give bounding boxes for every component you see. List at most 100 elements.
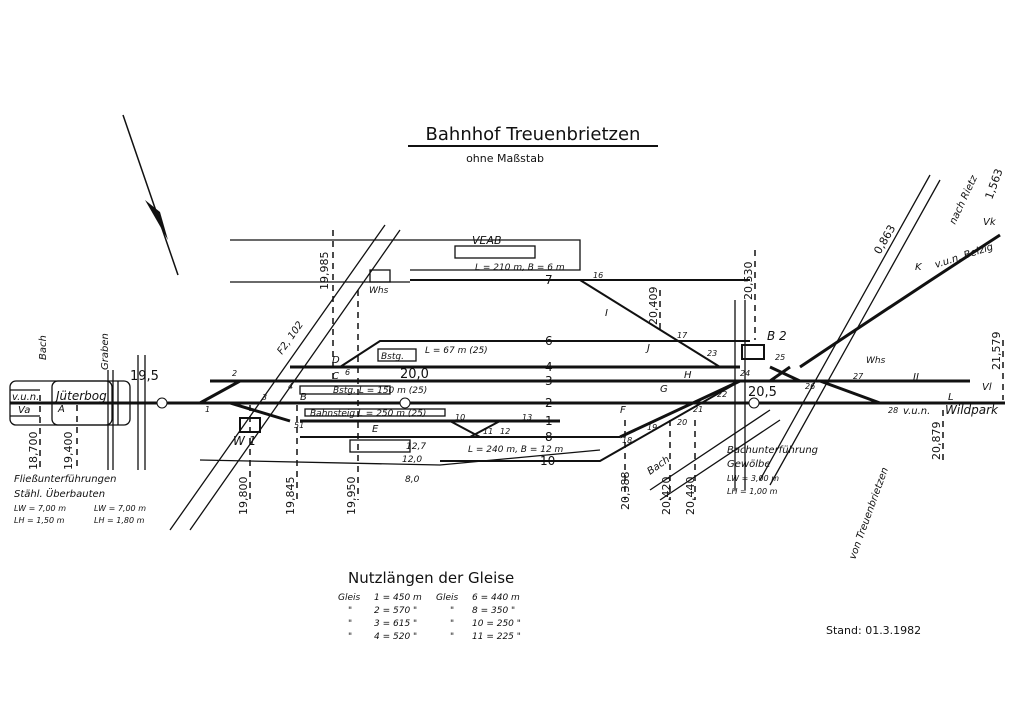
switch-numbers: 1 2 3 4 6 10 11 12 13 16 17 18 19 20 21 … [205, 271, 898, 445]
label-bstg3: Bstg. L = 150 m (25) [333, 386, 427, 396]
label-bach-left: Bach [38, 335, 49, 360]
km-markers: 18,700 19,400 19,800 19,845 19,950 19,98… [27, 167, 1006, 515]
signal-j: J [645, 343, 650, 354]
km-19800: 19,800 [237, 477, 250, 516]
track-label-6: 6 [545, 334, 553, 348]
track-6 [339, 340, 750, 368]
signal-d: D [332, 355, 340, 366]
stand-date: Stand: 01.3.1982 [826, 624, 921, 637]
label-12-7: 12,7 [406, 442, 426, 452]
label-bach-right: Bach [645, 454, 672, 477]
track-7-connection [579, 279, 721, 368]
label-b2: B 2 [767, 329, 787, 343]
label: " [348, 619, 352, 629]
page-title: Bahnhof Treuenbrietzen [426, 124, 641, 145]
label: 21 [693, 405, 703, 414]
label: 6 = 440 m [472, 593, 520, 603]
label: 11 = 225 " [472, 632, 521, 642]
label: 26 [805, 382, 815, 391]
label: 51 [294, 421, 304, 430]
signal-a: A [57, 404, 65, 415]
label: Gleis [436, 593, 459, 603]
label: 24 [740, 369, 750, 378]
lengths-title: Nutzlängen der Gleise [348, 569, 514, 587]
km-19-5: 19,5 [130, 369, 159, 384]
km-20420: 20,420 [660, 477, 673, 516]
label: 11 [483, 427, 493, 436]
label-bstg-box: Bstg. [381, 352, 404, 362]
signal-e: E [372, 424, 379, 435]
label: 17 [677, 331, 688, 340]
signal-i: I [605, 308, 608, 319]
track-label-1: 1 [545, 414, 553, 428]
label: 13 [522, 413, 532, 422]
km-20879: 20,879 [930, 422, 943, 461]
track-label-8: 8 [545, 430, 553, 444]
track-label-2: 2 [545, 396, 553, 410]
label: LW = 7,00 m [94, 504, 146, 513]
km-19400: 19,400 [62, 432, 75, 471]
label-f2: F2, 102 [275, 320, 306, 357]
label-w1: W 1 [233, 434, 256, 448]
label-bstg6: L = 67 m (25) [425, 346, 488, 356]
label: 2 [232, 369, 237, 378]
label: 28 [888, 406, 898, 415]
label-veab-dim: L = 210 m, B = 6 m [475, 263, 565, 273]
signal-k: K [915, 262, 923, 273]
km-20-5: 20,5 [748, 385, 777, 400]
signal-f: F [620, 405, 626, 416]
km-20-0: 20,0 [400, 367, 429, 382]
label-wildpark: Wildpark [945, 403, 999, 417]
label: 1 [205, 405, 210, 414]
label: 4 = 520 " [374, 632, 417, 642]
km-20409: 20,409 [647, 287, 660, 326]
label: 2 = 570 " [374, 606, 417, 616]
track-label-4: 4 [545, 360, 553, 374]
label: LW = 7,00 m [14, 504, 66, 513]
track-10 [440, 380, 741, 462]
note-left-title: Fließunterführungen [14, 474, 116, 485]
signal-vl: Vl [982, 382, 992, 393]
note-right-sub: Gewölbe [727, 459, 770, 470]
label: LW = 3,00 m [727, 474, 779, 483]
label-whs-left: Whs [369, 286, 389, 296]
label-graben: Graben [100, 333, 111, 370]
track-label-3: 3 [545, 374, 553, 388]
label-vun-left: v.u.n. [12, 392, 39, 403]
km-20388: 20,388 [619, 472, 632, 511]
km-18700: 18,700 [27, 432, 40, 471]
note-left-sub: Stähl. Überbauten [14, 487, 105, 500]
label: 6 [345, 368, 350, 377]
label: " [348, 632, 352, 642]
label: " [450, 606, 454, 616]
track-label-10: 10 [540, 454, 555, 468]
track-label-7: 7 [545, 273, 553, 287]
label-nach-rietz: nach Rietz [948, 173, 980, 226]
signal-ii: II [913, 372, 919, 383]
label: LH = 1,00 m [727, 487, 778, 496]
buildings: VEAB L = 210 m, B = 6 m Whs Whs L = 67 m… [233, 234, 886, 485]
label: 10 [455, 413, 465, 422]
label: 19 [647, 423, 657, 432]
km-19845: 19,845 [284, 477, 297, 516]
label: 27 [853, 372, 864, 381]
belzig-line [799, 233, 1001, 369]
note-right-title: Bachunterführung [727, 445, 818, 456]
label: Gleis [338, 593, 361, 603]
label-bahnsteig: Bahnsteig L = 250 m (25) [310, 409, 426, 419]
label: LH = 1,80 m [94, 516, 145, 525]
km-20440: 20,440 [684, 477, 697, 516]
tracks [9, 174, 1005, 531]
label: " [450, 632, 454, 642]
label: 12 [500, 427, 510, 436]
km-21579: 21,579 [990, 332, 1003, 371]
label-whs-right: Whs [866, 356, 886, 366]
label: 20 [677, 418, 687, 427]
label: 16 [593, 271, 603, 280]
label-8-0: 8,0 [405, 475, 420, 485]
signal-c: C [332, 371, 339, 382]
notes: Fließunterführungen Stähl. Überbauten LW… [14, 445, 818, 525]
label: 4 [288, 382, 293, 391]
